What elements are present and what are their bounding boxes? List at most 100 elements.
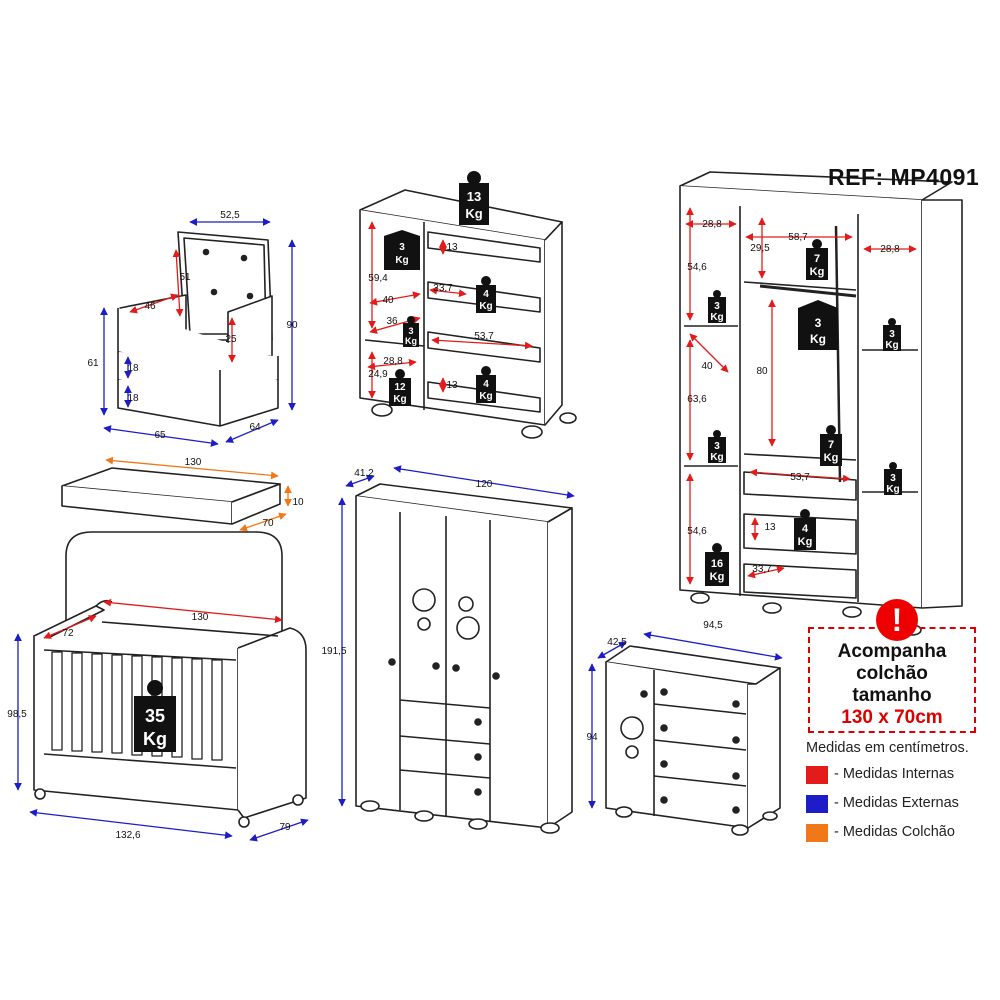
load-tag-lower: 12 Kg	[389, 369, 411, 406]
legend-mattress-swatch	[806, 824, 828, 842]
svg-text:Kg: Kg	[798, 536, 813, 548]
svg-text:Kg: Kg	[824, 452, 839, 464]
wardrobe-left-upper-label: 54,6	[687, 262, 707, 273]
load-tag-shelf: 3 Kg	[403, 316, 419, 347]
wardrobe-left-middle-label: 63,6	[687, 394, 707, 405]
wardrobe-center-width-label: 58,7	[788, 232, 808, 243]
dresser-drawer-inner-label: 53,7	[474, 331, 494, 342]
mattress-dimensions	[105, 456, 292, 532]
svg-text:3: 3	[408, 326, 413, 336]
crib-inner-width-label: 72	[62, 628, 74, 639]
dresser-load-tags: 13 Kg 3 Kg 4 Kg 3 Kg 12 Kg	[384, 171, 496, 406]
svg-text:3: 3	[815, 316, 822, 330]
svg-text:Kg: Kg	[393, 394, 406, 405]
svg-text:4: 4	[483, 289, 489, 300]
load-tag-top: 13 Kg	[459, 171, 489, 225]
dresser-shelf-depth-label: 40	[382, 295, 394, 306]
svg-text:16: 16	[711, 558, 723, 570]
crib-length-label: 132,6	[115, 830, 140, 841]
svg-text:Kg: Kg	[885, 340, 898, 351]
svg-text:Kg: Kg	[465, 206, 482, 221]
armchair-drawer2-label: 18	[127, 393, 139, 404]
units-note: Medidas em centímetros.	[806, 740, 969, 756]
wardrobe-height-label: 191,5	[321, 646, 346, 657]
load-tag-hanger: 3 Kg	[384, 230, 420, 270]
armchair-drawing	[117, 231, 279, 427]
svg-text:3: 3	[889, 329, 895, 340]
load-tag-right-lower: 3 Kg	[884, 462, 902, 495]
mattress-drawing	[61, 467, 281, 525]
svg-text:13: 13	[467, 189, 481, 204]
wardrobe-open-drawing	[679, 171, 963, 636]
dresser-lower-width-label: 28,8	[383, 356, 403, 367]
armchair-height-label: 90	[286, 320, 298, 331]
load-tag-drawer-bottom: 4 Kg	[476, 366, 496, 403]
mattress-width-label: 70	[262, 518, 274, 529]
svg-text:Kg: Kg	[479, 301, 492, 312]
notice-line-2: colchão	[856, 663, 928, 684]
wardrobe-hanging-label: 80	[756, 366, 768, 377]
armchair-drawer1-label: 18	[127, 363, 139, 374]
chest-labels: 42,5 94,5 94	[586, 620, 723, 743]
svg-text:35: 35	[145, 706, 165, 726]
svg-text:Kg: Kg	[395, 255, 408, 266]
svg-text:3: 3	[714, 441, 720, 452]
svg-text:7: 7	[828, 439, 834, 451]
legend-external-swatch	[806, 795, 828, 813]
mattress-notice: ! Acompanha colchão tamanho 130 x 70cm	[808, 599, 976, 733]
svg-text:3: 3	[399, 242, 405, 253]
wardrobe-open-labels: 28,8 58,7 28,8 29,5 54,6 40 80 63,6 53,7…	[687, 219, 900, 575]
dresser-drawer-width-label: 33,7	[433, 283, 453, 294]
legend-internal-label: - Medidas Internas	[834, 766, 955, 782]
wardrobe-width-label: 120	[476, 479, 493, 490]
reference-code: REF: MP4091	[828, 164, 980, 190]
svg-text:3: 3	[890, 473, 896, 484]
wardrobe-left-width-label: 28,8	[702, 219, 722, 230]
svg-text:4: 4	[802, 523, 809, 535]
crib-height-label: 98,5	[7, 709, 27, 720]
load-tag-left-upper: 3 Kg	[708, 290, 726, 323]
dresser-gap2-label: 13	[446, 380, 458, 391]
svg-text:Kg: Kg	[810, 332, 826, 346]
svg-text:Kg: Kg	[479, 391, 492, 402]
svg-text:Kg: Kg	[710, 571, 725, 583]
warning-icon: !	[876, 599, 918, 641]
notice-line-1: Acompanha	[837, 641, 947, 662]
chest-depth-label: 42,5	[607, 637, 627, 648]
wardrobe-closed-drawing	[355, 483, 573, 834]
svg-text:Kg: Kg	[710, 312, 723, 323]
armchair-side-label: 64	[249, 422, 261, 433]
dresser-lower-height-label: 24,9	[368, 369, 388, 380]
load-tag-drawer: 4 Kg	[794, 509, 816, 550]
svg-text:7: 7	[814, 253, 820, 265]
dresser-height-label: 59,4	[368, 273, 388, 284]
svg-text:Kg: Kg	[710, 452, 723, 463]
crib-inner-length-label: 130	[192, 612, 209, 623]
svg-text:Kg: Kg	[143, 729, 167, 749]
wardrobe-left-lower-label: 54,6	[687, 526, 707, 537]
chest-dimensions	[588, 631, 783, 809]
chest-drawing	[605, 645, 781, 836]
svg-text:12: 12	[394, 382, 406, 393]
wardrobe-right-width-label: 28,8	[880, 244, 900, 255]
wardrobe-depth-label: 41,2	[354, 468, 374, 479]
armchair-dimensions	[100, 218, 296, 447]
wardrobe-drawer-height-label: 13	[764, 522, 776, 533]
armchair-labels: 52,5 90 61 65 64 18 18 51 46 25	[87, 210, 298, 441]
dresser-labels: 13 59,4 33,7 40 36 53,7 28,8 24,9 13	[368, 242, 494, 391]
mattress-labels: 130 10 70	[185, 457, 304, 529]
crib-drawing	[33, 531, 307, 828]
load-tag-right-upper: 3 Kg	[883, 318, 901, 351]
armchair-arm-label: 25	[225, 334, 237, 345]
mattress-length-label: 130	[185, 457, 202, 468]
armchair-width-label: 52,5	[220, 210, 240, 221]
wardrobe-closed-labels: 41,2 120 191,5	[321, 468, 492, 657]
legend-mattress-label: - Medidas Colchão	[834, 824, 955, 840]
armchair-seat-depth-label: 46	[144, 301, 156, 312]
dresser-shelf-label: 36	[386, 316, 398, 327]
load-tag-top-shelf: 7 Kg	[806, 239, 828, 280]
load-tag-lower-shelf: 7 Kg	[820, 425, 842, 466]
armchair-back-label: 51	[179, 272, 191, 283]
load-tag-hanging-rail: 3 Kg	[798, 300, 838, 350]
